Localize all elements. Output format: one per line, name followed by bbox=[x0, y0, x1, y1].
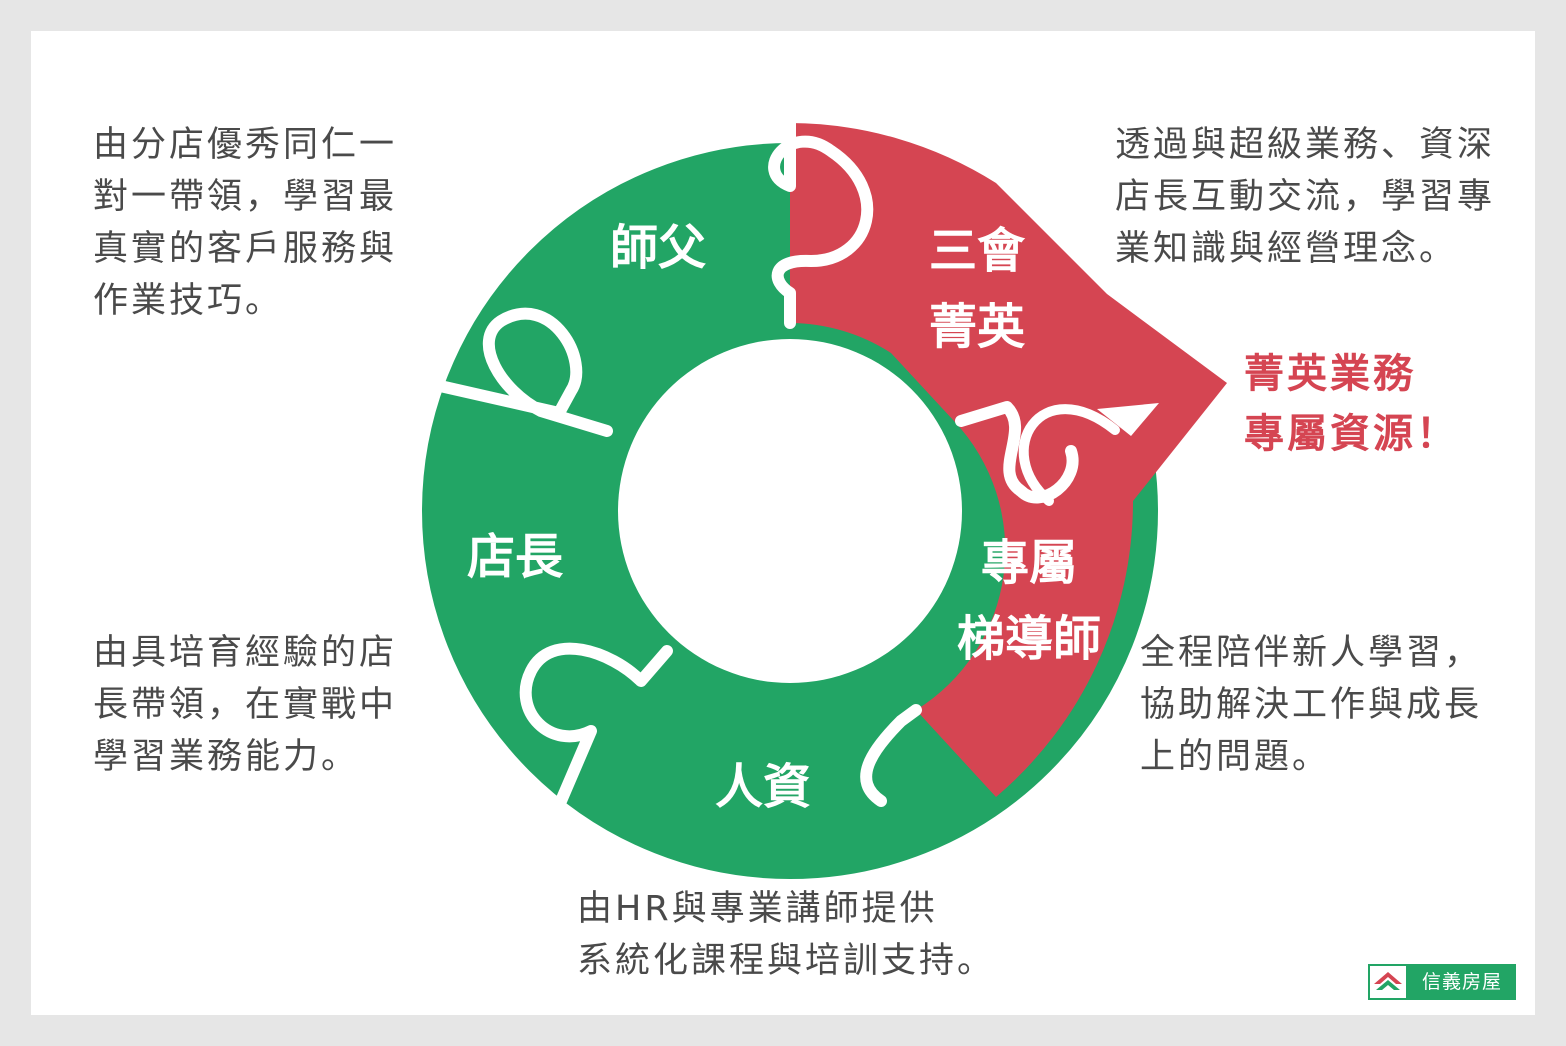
puzzle-ring-diagram: 師父 三會 菁英 店長 專屬 梯導師 人資 bbox=[421, 117, 1227, 879]
piece-label-dianzhang: 店長 bbox=[467, 529, 564, 585]
piece-label-sanhui-2: 菁英 bbox=[929, 299, 1026, 355]
callout-text: 菁英業務 專屬資源！ bbox=[1244, 351, 1459, 457]
desc-renzi: 由HR與專業講師提供 系統化課程與培訓支持。 bbox=[577, 889, 996, 981]
piece-label-zhuanshu-1: 專屬 bbox=[981, 535, 1077, 591]
desc-dianzhang: 由具培育經驗的店 長帶領，在實戰中 學習業務能力。 bbox=[93, 633, 398, 777]
desc-shifu: 由分店優秀同仁一 對一帶領，學習最 真實的客戶服務與 作業技巧。 bbox=[93, 125, 398, 321]
desc-zhuanshu: 全程陪伴新人學習， 協助解決工作與成長 上的問題。 bbox=[1140, 633, 1483, 777]
logo-mark-icon bbox=[1368, 964, 1408, 1000]
page-card: 師父 三會 菁英 店長 專屬 梯導師 人資 由分店優秀同仁一 對一帶領，學習最 … bbox=[31, 31, 1535, 1015]
logo-text: 信義房屋 bbox=[1408, 964, 1516, 1000]
brand-logo: 信義房屋 bbox=[1368, 964, 1516, 1000]
arrow-shaft bbox=[1018, 404, 1120, 506]
center-hole bbox=[618, 339, 962, 683]
piece-label-zhuanshu-2: 梯導師 bbox=[957, 611, 1101, 667]
desc-sanhui: 透過與超級業務、資深 店長互動交流，學習專 業知識與經營理念。 bbox=[1115, 125, 1496, 269]
piece-separators bbox=[421, 117, 1079, 807]
arrow-head-icon bbox=[1097, 403, 1159, 436]
piece-label-renzi: 人資 bbox=[715, 759, 811, 815]
piece-label-shifu: 師父 bbox=[610, 220, 706, 276]
piece-label-sanhui-1: 三會 bbox=[929, 223, 1026, 279]
